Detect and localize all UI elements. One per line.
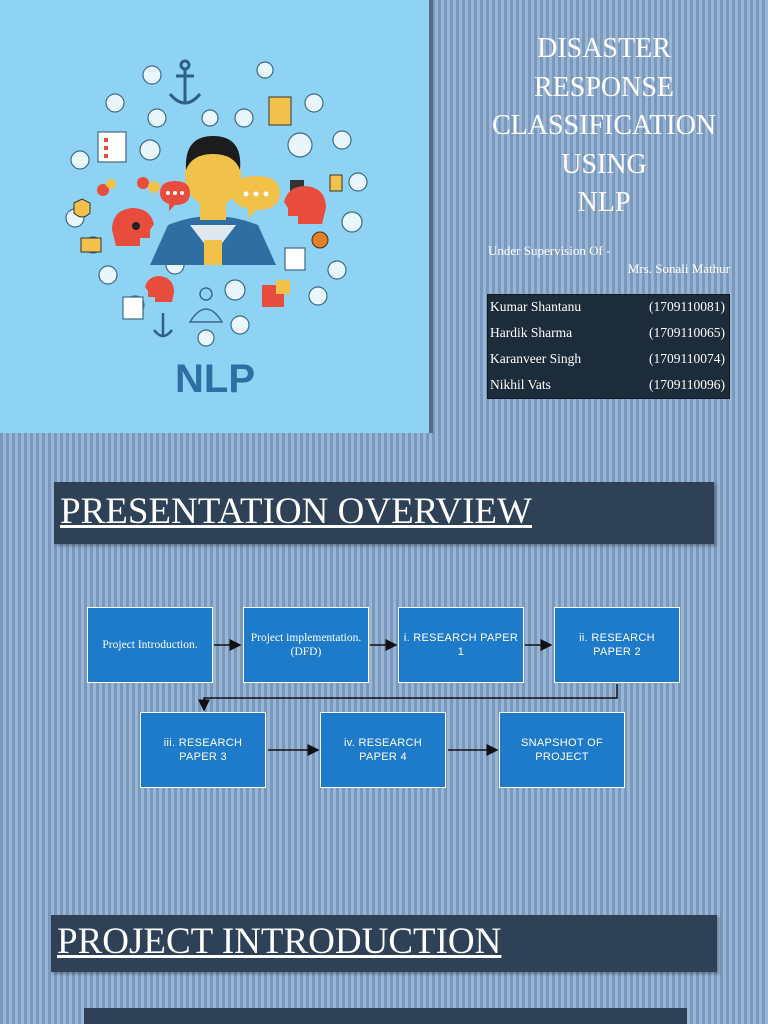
nlp-illustration: NLP: [0, 0, 433, 433]
supervision-block: Under Supervision Of - Mrs. Sonali Mathu…: [488, 242, 733, 278]
title-line: USING: [561, 148, 647, 180]
member-roll: (1709110065): [649, 325, 725, 340]
flow-step-research-paper-2: ii. RESEARCH PAPER 2: [554, 607, 680, 683]
member-name: Hardik Sharma: [490, 325, 573, 340]
flow-step-research-paper-1: i. RESEARCH PAPER 1: [398, 607, 524, 683]
flow-step-project-implementation: Project implementation. (DFD): [243, 607, 369, 683]
overview-heading: PRESENTATION OVERVIEW: [60, 491, 532, 532]
flow-step-research-paper-3: iii. RESEARCH PAPER 3: [140, 712, 266, 788]
nlp-logo-text: NLP: [175, 357, 255, 401]
nlp-icon-cluster-icon: NLP: [65, 59, 368, 401]
title-line: CLASSIFICATION: [491, 110, 717, 141]
supervision-label: Under Supervision Of -: [488, 243, 611, 258]
team-row: Hardik Sharma (1709110065): [488, 321, 729, 347]
member-roll: (1709110074): [649, 351, 725, 366]
slide-title: DISASTER RESPONSE CLASSIFICATION USING N…: [470, 30, 738, 223]
team-table: Kumar Shantanu (1709110081) Hardik Sharm…: [487, 294, 730, 399]
member-name: Karanveer Singh: [490, 351, 582, 366]
overview-heading-bar: PRESENTATION OVERVIEW: [54, 482, 714, 544]
team-row: Karanveer Singh (1709110074): [488, 347, 729, 373]
flow-step-project-introduction: Project Introduction.: [87, 607, 213, 683]
team-row: Nikhil Vats (1709110096): [488, 373, 729, 399]
title-slide: NLP DISASTER RESPONSE CLASSIFICATION USI…: [0, 0, 768, 433]
team-row: Kumar Shantanu (1709110081): [488, 295, 729, 321]
title-line: NLP: [577, 187, 631, 218]
member-roll: (1709110096): [649, 377, 725, 392]
flow-step-snapshot: SNAPSHOT OF PROJECT: [499, 712, 625, 788]
title-line: RESPONSE: [533, 71, 675, 103]
member-roll: (1709110081): [649, 299, 725, 314]
flow-arrow: [198, 684, 618, 712]
next-slide-bar: [84, 1008, 687, 1024]
member-name: Nikhil Vats: [490, 377, 551, 392]
intro-heading: PROJECT INTRODUCTION: [57, 921, 502, 962]
title-line: DISASTER: [537, 33, 671, 64]
member-name: Kumar Shantanu: [490, 299, 582, 314]
intro-heading-bar: PROJECT INTRODUCTION: [51, 915, 717, 972]
flow-step-research-paper-4: iv. RESEARCH PAPER 4: [320, 712, 446, 788]
supervisor-name: Mrs. Sonali Mathur: [627, 261, 730, 276]
